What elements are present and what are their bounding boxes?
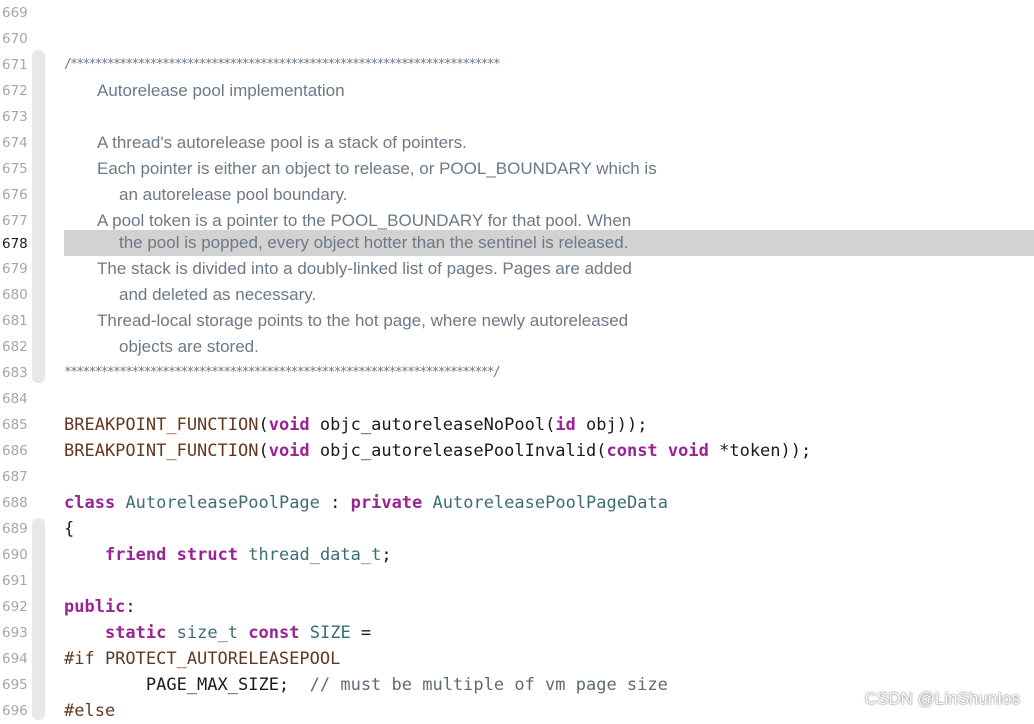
code-line[interactable]: 687 bbox=[0, 464, 1034, 490]
line-number: 694 bbox=[2, 651, 28, 667]
code-line[interactable]: 692 public: bbox=[0, 594, 1034, 620]
code-line[interactable]: 673 bbox=[0, 104, 1034, 130]
line-number: 688 bbox=[2, 495, 28, 511]
code-line[interactable]: 679 The stack is divided into a doubly-l… bbox=[0, 256, 1034, 282]
code-fold-ribbon[interactable] bbox=[32, 518, 45, 720]
line-number: 671 bbox=[2, 57, 28, 73]
watermark: CSDN @LinShunIos bbox=[864, 689, 1020, 708]
code-text: public: bbox=[64, 597, 136, 617]
code-line[interactable]: 677 A pool token is a pointer to the POO… bbox=[0, 208, 1034, 234]
line-number: 677 bbox=[2, 213, 28, 229]
comment-banner-top: /***************************************… bbox=[64, 57, 501, 72]
line-number: 669 bbox=[2, 5, 28, 21]
doc-comment-text: The stack is divided into a doubly-linke… bbox=[97, 259, 632, 278]
code-line[interactable]: 693 static size_t const SIZE = bbox=[0, 620, 1034, 646]
code-line[interactable]: 691 bbox=[0, 568, 1034, 594]
line-number: 689 bbox=[2, 521, 28, 537]
line-number: 680 bbox=[2, 287, 28, 303]
code-text: friend struct thread_data_t; bbox=[104, 545, 392, 565]
code-line[interactable]: 682 objects are stored. bbox=[0, 334, 1034, 360]
line-number: 672 bbox=[2, 83, 28, 99]
line-number: 692 bbox=[2, 599, 28, 615]
line-number: 684 bbox=[2, 391, 28, 407]
line-number: 687 bbox=[2, 469, 28, 485]
comment-banner-bottom: ****************************************… bbox=[64, 365, 501, 380]
code-line[interactable]: 690 friend struct thread_data_t; bbox=[0, 542, 1034, 568]
current-line-highlight bbox=[64, 230, 1034, 256]
line-number: 681 bbox=[2, 313, 28, 329]
code-line[interactable]: 676 an autorelease pool boundary. bbox=[0, 182, 1034, 208]
line-number: 691 bbox=[2, 573, 28, 589]
code-text: BREAKPOINT_FUNCTION(void objc_autoreleas… bbox=[64, 441, 812, 461]
code-fold-ribbon[interactable] bbox=[32, 50, 45, 383]
code-line[interactable]: 696 #else bbox=[0, 698, 1034, 724]
line-number: 679 bbox=[2, 261, 28, 277]
doc-comment-text: Thread-local storage points to the hot p… bbox=[97, 311, 629, 330]
doc-comment-text: and deleted as necessary. bbox=[119, 285, 317, 304]
line-number: 696 bbox=[2, 703, 28, 719]
code-line[interactable]: 672 Autorelease pool implementation bbox=[0, 78, 1034, 104]
code-line[interactable]: 695 PAGE_MAX_SIZE; // must be multiple o… bbox=[0, 672, 1034, 698]
line-number: 674 bbox=[2, 135, 28, 151]
line-number: 670 bbox=[2, 31, 28, 47]
code-line[interactable]: 683 ************************************… bbox=[0, 360, 1034, 386]
doc-comment-text: Autorelease pool implementation bbox=[97, 81, 345, 100]
current-line[interactable]: 678 the pool is popped, every object hot… bbox=[0, 230, 1034, 256]
code-line[interactable]: 680 and deleted as necessary. bbox=[0, 282, 1034, 308]
code-text: { bbox=[64, 519, 75, 539]
code-text: BREAKPOINT_FUNCTION(void objc_autoreleas… bbox=[64, 415, 648, 435]
code-line[interactable]: 694 #if PROTECT_AUTORELEASEPOOL bbox=[0, 646, 1034, 672]
code-text: #if PROTECT_AUTORELEASEPOOL bbox=[64, 649, 341, 669]
doc-comment-text: the pool is popped, every object hotter … bbox=[119, 233, 629, 252]
code-line[interactable]: 681 Thread-local storage points to the h… bbox=[0, 308, 1034, 334]
line-number: 676 bbox=[2, 187, 28, 203]
line-number-gutter bbox=[0, 0, 62, 720]
code-line[interactable]: 685 BREAKPOINT_FUNCTION(void objc_autore… bbox=[0, 412, 1034, 438]
doc-comment-text: objects are stored. bbox=[119, 337, 259, 356]
doc-comment-text: an autorelease pool boundary. bbox=[119, 185, 348, 204]
line-number: 673 bbox=[2, 109, 28, 125]
code-line[interactable]: 670 bbox=[0, 26, 1034, 52]
code-line[interactable]: 688 class AutoreleasePoolPage : private … bbox=[0, 490, 1034, 516]
line-number: 678 bbox=[2, 236, 28, 252]
line-number: 686 bbox=[2, 443, 28, 459]
code-line[interactable]: 671 /***********************************… bbox=[0, 52, 1034, 78]
code-line[interactable]: 669 bbox=[0, 0, 1034, 26]
line-number: 695 bbox=[2, 677, 28, 693]
doc-comment-text: A pool token is a pointer to the POOL_BO… bbox=[97, 211, 632, 230]
code-line[interactable]: 684 bbox=[0, 386, 1034, 412]
code-line[interactable]: 675 Each pointer is either an object to … bbox=[0, 156, 1034, 182]
doc-comment-text: A thread's autorelease pool is a stack o… bbox=[97, 133, 467, 152]
line-number: 690 bbox=[2, 547, 28, 563]
line-number: 683 bbox=[2, 365, 28, 381]
code-text: class AutoreleasePoolPage : private Auto… bbox=[64, 493, 668, 513]
code-text: static size_t const SIZE = bbox=[104, 623, 372, 643]
line-number: 675 bbox=[2, 161, 28, 177]
code-line[interactable]: 686 BREAKPOINT_FUNCTION(void objc_autore… bbox=[0, 438, 1034, 464]
code-line[interactable]: 674 A thread's autorelease pool is a sta… bbox=[0, 130, 1034, 156]
code-text: #else bbox=[64, 701, 116, 721]
line-number: 685 bbox=[2, 417, 28, 433]
code-line[interactable]: 689 { bbox=[0, 516, 1034, 542]
line-number: 682 bbox=[2, 339, 28, 355]
doc-comment-text: Each pointer is either an object to rele… bbox=[97, 159, 657, 178]
line-number: 693 bbox=[2, 625, 28, 641]
code-text: PAGE_MAX_SIZE; // must be multiple of vm… bbox=[64, 675, 668, 695]
